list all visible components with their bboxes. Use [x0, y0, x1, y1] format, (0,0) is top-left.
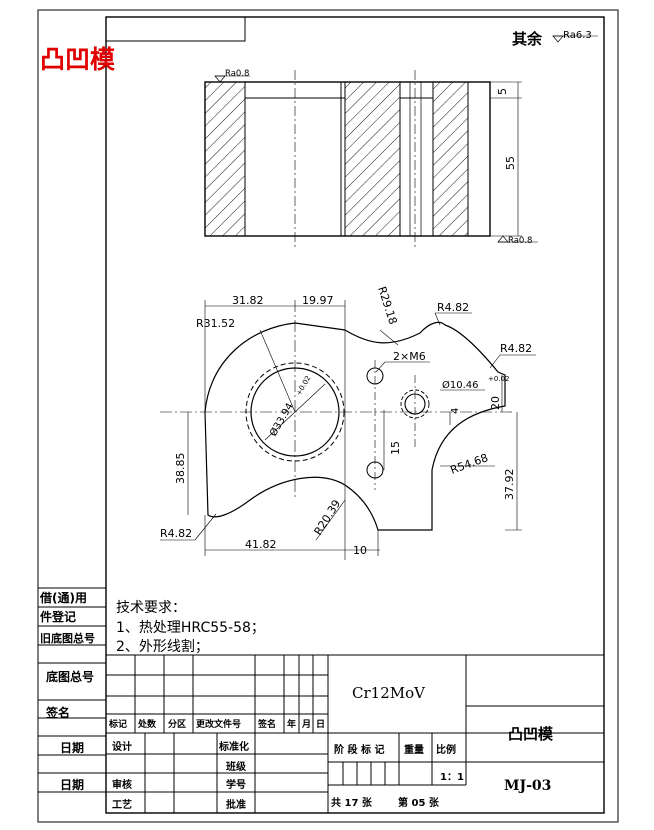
lbl-design: 设计 — [112, 742, 132, 753]
radius-29-18: R29.18 — [375, 285, 399, 326]
lbl-number: 学号 — [226, 780, 246, 791]
hdr-sign: 签名 — [258, 720, 277, 730]
dia-33-94: Ø33.94 — [267, 401, 296, 439]
hdr-mark: 标记 — [109, 720, 128, 730]
left-old-drawing: 旧底图总号 — [40, 632, 95, 645]
ra-top-left: Ra0.8 — [225, 69, 249, 79]
tol-small: +0.02 — [488, 375, 509, 383]
dim-20: 20 — [489, 396, 502, 410]
lbl-stage-mark: 阶 段 标 记 — [334, 745, 385, 756]
dim-41-82: 41.82 — [245, 538, 277, 551]
plan-view: 31.82 19.97 R29.18 R4.82 R31.52 2×M6 R4.… — [160, 285, 536, 560]
title-tab — [105, 16, 246, 42]
dim-37-92: 37.92 — [503, 469, 516, 501]
radius-54-68: R54.68 — [449, 451, 490, 477]
lbl-check: 审核 — [112, 780, 132, 791]
lbl-approve: 批准 — [226, 800, 246, 811]
lbl-weight: 重量 — [404, 745, 424, 756]
left-date-1: 日期 — [60, 741, 85, 755]
left-column-grid — [38, 587, 106, 793]
surface-note-ra: Ra6.3 — [563, 30, 592, 41]
hdr-year: 年 — [287, 720, 297, 730]
hdr-zone: 分区 — [168, 720, 187, 730]
outer-border — [37, 9, 619, 823]
hdr-month: 月 — [302, 720, 312, 730]
holes-2xm6: 2×M6 — [393, 350, 426, 363]
section-view: 5 55 Ra0.8 Ra0.8 — [204, 35, 598, 248]
hdr-change-doc: 更改文件号 — [196, 720, 242, 730]
left-register: 件登记 — [40, 610, 77, 624]
lbl-process: 工艺 — [112, 800, 132, 811]
radius-4-82-right: R4.82 — [500, 342, 532, 355]
left-borrow: 借(通)用 — [40, 591, 87, 605]
lbl-class: 班级 — [226, 762, 246, 773]
material: Cr12MoV — [352, 684, 425, 702]
dim-15: 15 — [389, 441, 402, 455]
dia-10-46: Ø10.46 — [442, 379, 479, 391]
part-name: 凸凹模 — [508, 725, 554, 743]
radius-4-82-top: R4.82 — [437, 301, 469, 314]
dim-4: 4 — [450, 408, 461, 414]
hdr-day: 日 — [316, 720, 326, 730]
dim-5: 5 — [496, 88, 509, 95]
dim-38-85: 38.85 — [174, 453, 187, 485]
tech-item-2: 2、外形线割； — [116, 639, 209, 655]
dim-19-97: 19.97 — [302, 294, 334, 307]
left-sign: 签名 — [46, 706, 71, 720]
dim-55: 55 — [504, 156, 517, 170]
dim-10: 10 — [353, 544, 367, 557]
radius-20-39: R20.39 — [312, 498, 344, 538]
red-title: 凸凹模 — [40, 45, 116, 74]
sheet-number: 第 05 张 — [398, 798, 439, 809]
tech-item-1: 1、热处理HRC55-58； — [116, 620, 265, 636]
lbl-scale: 比例 — [436, 745, 456, 756]
tech-heading: 技术要求： — [116, 600, 186, 616]
left-date-2: 日期 — [60, 778, 85, 792]
radius-31-52: R31.52 — [196, 317, 235, 330]
tol-dia: +0.02 — [295, 374, 313, 397]
lbl-standardize: 标准化 — [219, 742, 249, 753]
radius-4-82-left: R4.82 — [160, 527, 192, 540]
title-block-grid — [105, 654, 605, 814]
hdr-count: 处数 — [138, 720, 157, 730]
surface-note-label: 其余 — [512, 30, 543, 48]
drawing-number: MJ-03 — [504, 778, 552, 794]
scale-value: 1：1 — [440, 772, 464, 783]
sheets-total: 共 17 张 — [331, 798, 372, 809]
dim-31-82: 31.82 — [232, 294, 264, 307]
ra-bottom: Ra0.8 — [508, 236, 532, 246]
left-base-drawing: 底图总号 — [46, 670, 95, 684]
